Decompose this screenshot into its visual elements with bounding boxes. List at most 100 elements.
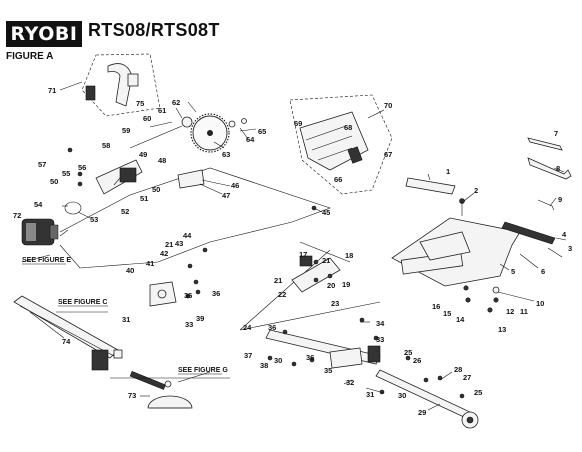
label-19: 19: [342, 280, 350, 289]
label-55: 55: [62, 169, 70, 178]
clip-part: [127, 73, 139, 87]
label-66: 66: [334, 175, 342, 184]
see-figure-g: SEE FIGURE G: [178, 367, 228, 374]
label-62: 62: [172, 98, 180, 107]
label-63: 63: [222, 150, 230, 159]
throat-plate-part: [405, 177, 456, 195]
saw-blade-part: [190, 113, 230, 153]
bracket-part: [85, 85, 96, 101]
label-57: 57: [38, 160, 46, 169]
rip-fence-part: [13, 295, 123, 371]
label-65: 65: [258, 127, 266, 136]
label-49: 49: [139, 150, 147, 159]
label-10: 10: [536, 299, 544, 308]
label-29: 29: [418, 408, 426, 417]
label-74: 74: [62, 337, 71, 346]
label-25b: 25: [474, 388, 482, 397]
label-45: 45: [322, 208, 330, 217]
label-48: 48: [158, 156, 166, 165]
stand-rail-line: [239, 301, 381, 331]
label-28: 28: [454, 365, 462, 374]
label-46: 46: [231, 181, 239, 190]
label-15: 15: [443, 309, 451, 318]
label-37: 37: [244, 351, 252, 360]
anti-kickback-pawl-part: [347, 146, 363, 164]
label-42: 42: [160, 249, 168, 258]
label-30a: 30: [274, 356, 282, 365]
label-33a: 33: [185, 320, 193, 329]
blade-guard-assembly-outline: [289, 94, 393, 195]
label-35: 35: [324, 366, 332, 375]
label-13: 13: [498, 325, 506, 334]
arbor-washer-part: [241, 118, 247, 124]
label-32: 32: [346, 378, 354, 387]
label-33b: 33: [376, 335, 384, 344]
label-38: 38: [260, 361, 268, 370]
stand-rod: [299, 241, 351, 263]
blade-guard-group-outline: [81, 53, 161, 117]
hex-key-part: [537, 199, 555, 211]
label-71: 71: [48, 86, 56, 95]
handwheel-part: [461, 411, 479, 429]
label-36b: 36: [212, 289, 220, 298]
label-21a: 21: [274, 276, 282, 285]
trunnion-part: [119, 167, 137, 183]
label-31a: 31: [122, 315, 130, 324]
label-18: 18: [345, 251, 353, 260]
label-72: 72: [13, 211, 21, 220]
label-53: 53: [90, 215, 98, 224]
motor-part: [21, 218, 59, 246]
label-41: 41: [146, 259, 154, 268]
label-6: 6: [541, 267, 545, 276]
ring-part: [64, 201, 82, 215]
stand-clamp: [299, 255, 313, 267]
label-34: 34: [376, 319, 385, 328]
label-31b: 31: [366, 390, 374, 399]
label-2: 2: [474, 186, 478, 195]
label-69: 69: [294, 119, 302, 128]
label-23: 23: [331, 299, 339, 308]
label-70: 70: [384, 101, 392, 110]
trunnion-hub: [157, 289, 167, 299]
see-figure-c: SEE FIGURE C: [58, 299, 107, 306]
part-number-labels: 1 2 3 4 5 6 7 8 9 10 11 12 13 14 15 16 1…: [13, 86, 572, 417]
table-insert: [419, 231, 471, 261]
label-4: 4: [562, 230, 567, 239]
lower-rail-part: [265, 329, 381, 365]
stand-bracket-part: [291, 257, 341, 293]
leader-lines: [21, 81, 567, 411]
label-43: 43: [175, 239, 183, 248]
figure-label: FIGURE A: [6, 51, 54, 62]
label-44: 44: [183, 231, 192, 240]
label-25a: 25: [404, 348, 412, 357]
label-9: 9: [558, 195, 562, 204]
flange-part: [181, 116, 193, 128]
label-30b: 30: [398, 391, 406, 400]
label-24: 24: [243, 323, 252, 332]
label-17: 17: [299, 250, 307, 259]
label-64: 64: [246, 135, 255, 144]
label-20: 20: [327, 281, 335, 290]
label-40: 40: [126, 266, 134, 275]
label-1: 1: [446, 167, 450, 176]
figure-references: SEE FIGURE E SEE FIGURE C SEE FIGURE G: [22, 257, 228, 375]
label-5: 5: [511, 267, 515, 276]
label-60: 60: [143, 114, 151, 123]
label-50b: 50: [152, 185, 160, 194]
plate-part: [177, 169, 205, 189]
label-58: 58: [102, 141, 110, 150]
wrench-part: [527, 157, 572, 180]
label-50a: 50: [50, 177, 58, 186]
label-3: 3: [568, 244, 572, 253]
label-51: 51: [140, 194, 148, 203]
label-36c: 36: [268, 323, 276, 332]
fastener-set: [67, 147, 500, 399]
label-61: 61: [158, 106, 166, 115]
arbor-nut-part: [228, 120, 236, 128]
label-54: 54: [34, 200, 43, 209]
blade-guard-ribs: [305, 125, 353, 161]
label-21b: 21: [322, 256, 330, 265]
label-75: 75: [136, 99, 144, 108]
